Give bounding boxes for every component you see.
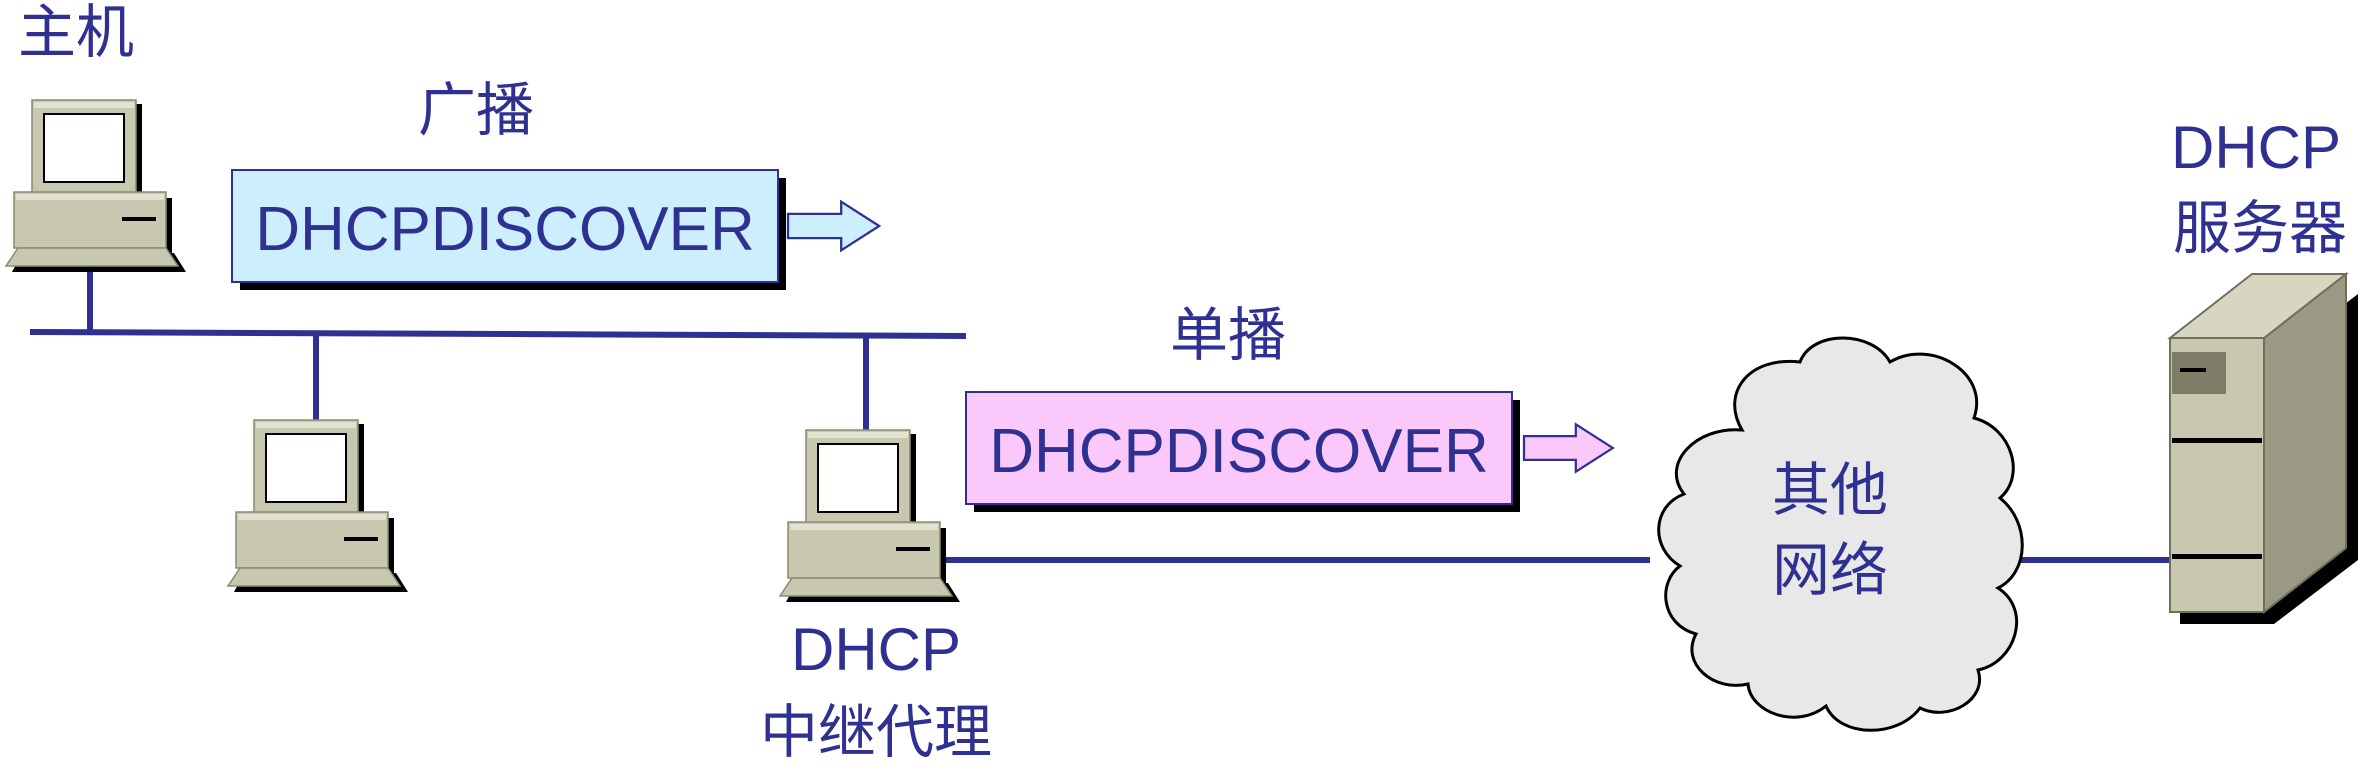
host-computer-icon	[5, 99, 187, 273]
unicast-message-box: DHCPDISCOVER	[965, 391, 1520, 512]
host-label: 主机	[18, 0, 134, 65]
cloud-label-line1: 其他	[1772, 458, 1888, 523]
lan-computer-icon	[227, 419, 409, 593]
relay-computer-icon	[779, 429, 961, 603]
server-label-line2: 服务器	[2173, 196, 2347, 261]
lan-bus	[29, 272, 967, 430]
broadcast-message-box: DHCPDISCOVER	[231, 169, 786, 290]
broadcast-label: 广播	[418, 78, 534, 143]
broadcast-arrow-icon	[786, 200, 881, 252]
unicast-message-text: DHCPDISCOVER	[989, 417, 1489, 486]
broadcast-message-text: DHCPDISCOVER	[255, 195, 755, 264]
unicast-arrow-icon	[1522, 423, 1614, 473]
unicast-label: 单播	[1170, 303, 1286, 368]
other-network-cloud-icon: 其他 网络	[1657, 336, 2024, 732]
cloud-label-line2: 网络	[1772, 538, 1888, 603]
server-label-line1: DHCP	[2171, 114, 2341, 181]
relay-label-line1: DHCP	[791, 616, 961, 683]
dhcp-server-icon	[2167, 271, 2358, 624]
relay-label-line2: 中继代理	[760, 700, 992, 765]
